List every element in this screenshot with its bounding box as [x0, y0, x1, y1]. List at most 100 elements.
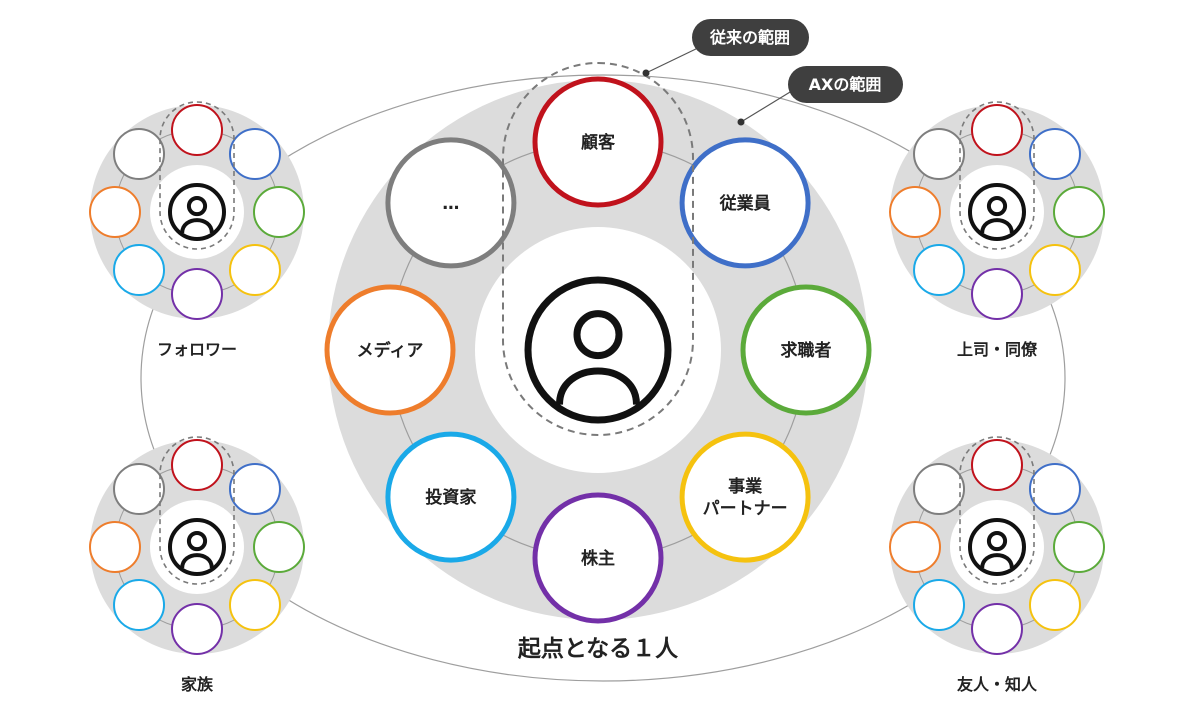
stakeholder-node-label: 投資家 [425, 487, 476, 508]
stakeholder-node-business-partner: 事業パートナー [679, 431, 811, 563]
person-icon-head [986, 530, 1008, 552]
cluster-node [228, 128, 281, 181]
cluster-traditional-scope-outline [959, 101, 1035, 250]
cluster-traditional-scope-outline [959, 436, 1035, 585]
cluster-node [113, 243, 166, 296]
stakeholder-node-circle [385, 137, 517, 269]
traditional-scope-outline [502, 62, 694, 436]
callout-badge [692, 19, 809, 56]
cluster-traditional-scope-outline [159, 436, 235, 585]
person-icon-head [186, 530, 208, 552]
person-icon-frame [168, 183, 226, 241]
cluster-node [1028, 578, 1081, 631]
stakeholder-node-label: 顧客 [581, 132, 616, 153]
cluster-node [1028, 463, 1081, 516]
person-icon-body [980, 553, 1014, 569]
cluster-node [913, 578, 966, 631]
stakeholder-node-customer: 顧客 [532, 76, 664, 208]
cluster-follower: フォロワー [89, 101, 305, 359]
cluster-node [113, 128, 166, 181]
cluster-node [171, 268, 223, 320]
cluster-node [171, 603, 223, 655]
cluster-node [971, 603, 1023, 655]
stakeholder-node-shareholder: 株主 [532, 492, 664, 624]
callout-anchor-dot [642, 69, 650, 77]
stakeholder-node-circle [385, 431, 517, 563]
person-icon-body [180, 218, 214, 234]
person-icon-body [980, 218, 1014, 234]
person-icon-frame [968, 518, 1026, 576]
cluster-node [913, 128, 966, 181]
callout-badge [788, 66, 903, 103]
cluster-boss-colleague: 上司・同僚 [889, 101, 1105, 359]
callout-leader-line [740, 88, 796, 123]
stakeholder-node-label: 株主 [581, 548, 615, 569]
stakeholder-node-circle [324, 284, 456, 416]
stakeholder-node-label: … [442, 194, 459, 214]
stakeholder-node-label: 従業員 [719, 193, 771, 214]
cluster-node [1028, 128, 1081, 181]
cluster-label: 友人・知人 [957, 675, 1038, 694]
stakeholder-node-job-seeker: 求職者 [740, 284, 872, 416]
stakeholder-node-investor: 投資家 [385, 431, 517, 563]
stakeholder-node-employee: 従業員 [679, 137, 811, 269]
cluster-traditional-scope-outline [159, 101, 235, 250]
center-caption: 起点となる１人 [518, 636, 679, 662]
cluster-node [889, 521, 941, 573]
person-icon-frame [524, 276, 672, 424]
cluster-node [889, 186, 941, 238]
cluster-label: フォロワー [157, 340, 237, 359]
person-icon-head [573, 310, 623, 360]
person-icon-head [986, 195, 1008, 217]
cluster-node [1028, 243, 1081, 296]
cluster-label: 上司・同僚 [957, 340, 1038, 359]
cluster-node [971, 268, 1023, 320]
outer-ellipse [140, 74, 1066, 682]
cluster-node [228, 463, 281, 516]
cluster-node [913, 243, 966, 296]
callout-label: AXの範囲 [809, 75, 882, 94]
stakeholder-node-label: メディア [357, 340, 424, 361]
stakeholder-node-label: 事業パートナー [703, 476, 788, 519]
cluster-node [228, 243, 281, 296]
cluster-node [171, 439, 223, 491]
stakeholder-node-others: … [385, 137, 517, 269]
callout-traditional-scope: 従来の範囲 [642, 19, 809, 77]
stakeholder-node-circle [679, 137, 811, 269]
cluster-node [1053, 521, 1105, 573]
person-icon-frame [168, 518, 226, 576]
stakeholder-node-circle [740, 284, 872, 416]
cluster-node [113, 578, 166, 631]
stakeholder-node-circle [532, 76, 664, 208]
person-icon-body [180, 553, 214, 569]
cluster-node [171, 104, 223, 156]
cluster-node [228, 578, 281, 631]
cluster-friend: 友人・知人 [889, 436, 1105, 694]
cluster-node [913, 463, 966, 516]
stakeholder-node-label: 求職者 [781, 340, 832, 361]
callout-anchor-dot [737, 118, 745, 126]
callout-label: 従来の範囲 [709, 28, 790, 47]
cluster-node [113, 463, 166, 516]
person-icon-body [556, 367, 640, 405]
person-icon [524, 276, 672, 424]
stakeholder-node-circle [532, 492, 664, 624]
cluster-node [971, 104, 1023, 156]
callout-leader-line [645, 46, 701, 74]
stakeholder-node-circle [679, 431, 811, 563]
cluster-node [971, 439, 1023, 491]
cluster-node [89, 186, 141, 238]
cluster-node [1053, 186, 1105, 238]
cluster-label: 家族 [181, 675, 214, 694]
person-icon-head [186, 195, 208, 217]
cluster-node [253, 186, 305, 238]
cluster-node [89, 521, 141, 573]
person-icon-frame [968, 183, 1026, 241]
cluster-family: 家族 [89, 436, 305, 694]
cluster-node [253, 521, 305, 573]
